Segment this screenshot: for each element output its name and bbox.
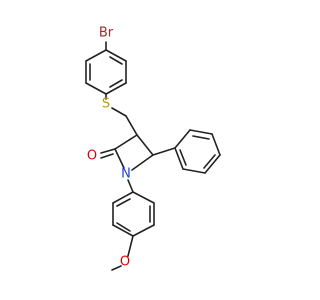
bond bbox=[174, 129, 191, 149]
bond bbox=[174, 147, 184, 170]
bond bbox=[203, 154, 216, 169]
bond bbox=[204, 154, 221, 174]
bond bbox=[112, 191, 134, 204]
carbonyl-oxygen-atom: O bbox=[87, 149, 97, 164]
bond bbox=[85, 49, 107, 62]
bond bbox=[109, 79, 123, 88]
bond bbox=[100, 148, 116, 154]
nitrogen-atom: N bbox=[121, 167, 131, 182]
bond bbox=[192, 135, 210, 140]
methoxy-oxygen-atom: O bbox=[120, 255, 130, 270]
bond bbox=[152, 147, 176, 156]
structure-canvas: Br S O N O bbox=[85, 26, 221, 271]
bond bbox=[114, 134, 138, 150]
bond bbox=[112, 224, 134, 237]
bond bbox=[182, 168, 206, 174]
bond bbox=[105, 82, 127, 95]
bond bbox=[111, 107, 127, 117]
bond bbox=[125, 115, 138, 136]
bromine-atom: Br bbox=[99, 26, 114, 41]
bond bbox=[136, 134, 154, 156]
bond bbox=[114, 148, 125, 169]
bond bbox=[179, 149, 187, 166]
bonds bbox=[85, 41, 221, 271]
bond bbox=[105, 49, 127, 62]
bond bbox=[111, 265, 122, 271]
sulfur-atom: S bbox=[102, 97, 110, 112]
bond bbox=[132, 224, 155, 237]
chemical-structure: Br S O N O bbox=[85, 26, 221, 271]
atom-labels: Br S O N O bbox=[87, 26, 131, 270]
bond bbox=[85, 82, 107, 95]
bond bbox=[116, 198, 131, 207]
bond bbox=[116, 222, 131, 232]
bond bbox=[127, 235, 134, 257]
bond bbox=[131, 154, 154, 171]
bond bbox=[109, 56, 123, 65]
bond bbox=[211, 133, 221, 156]
bond bbox=[132, 191, 155, 204]
bond bbox=[189, 129, 213, 135]
bond bbox=[127, 179, 134, 193]
bond bbox=[100, 153, 114, 159]
